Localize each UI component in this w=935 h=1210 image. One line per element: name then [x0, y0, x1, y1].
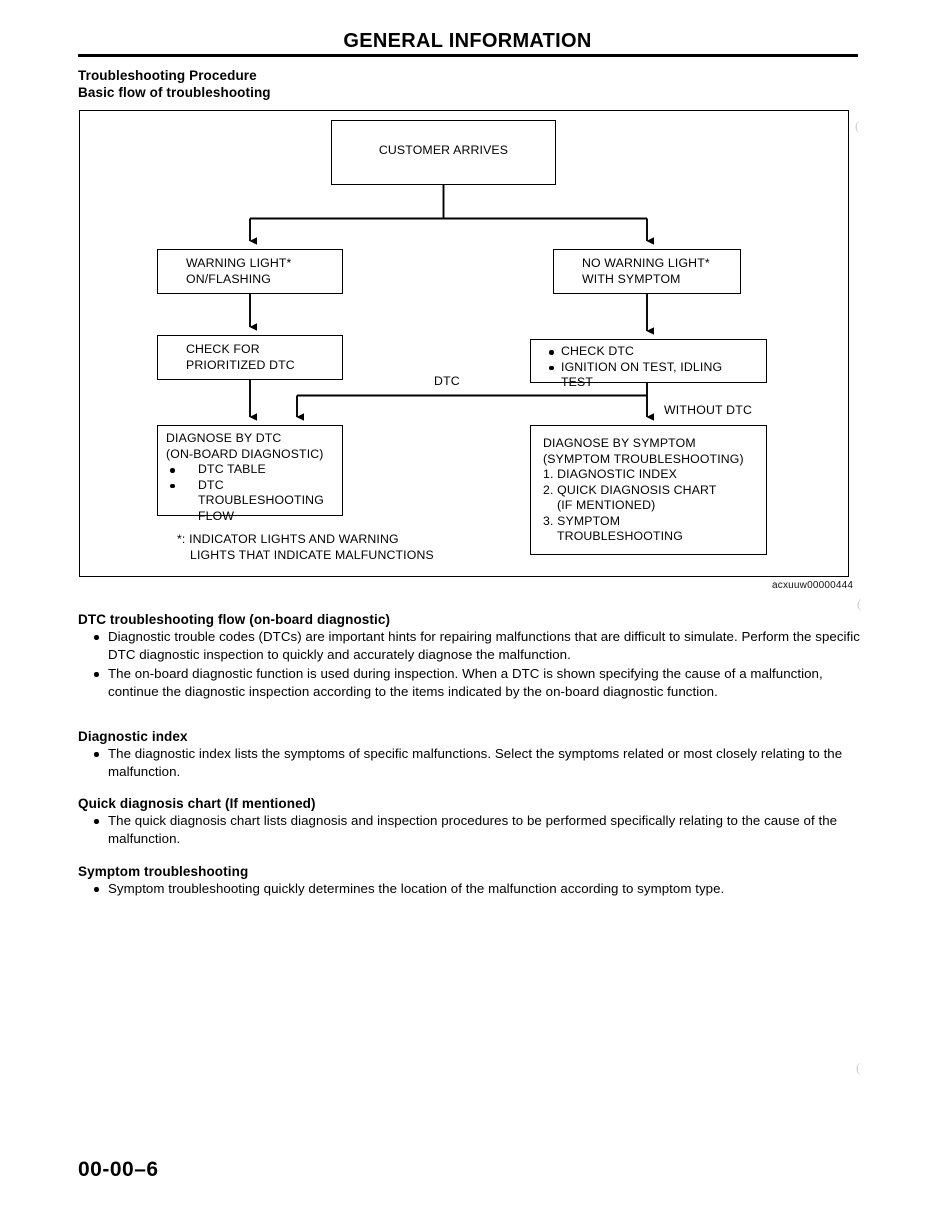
flowchart-figure-frame — [79, 110, 849, 577]
flow-box-check-for-prioritized-dtc-line-1: CHECK FOR — [186, 342, 260, 356]
flow-box-no-warning-light-line-1: NO WARNING LIGHT* — [582, 256, 710, 270]
figure-caption-code: acxuuw00000444 — [772, 580, 854, 591]
section-dtc-troubleshooting-flow-heading: DTC troubleshooting flow (on-board diagn… — [78, 612, 391, 627]
flow-box-check-dtc-bullet-2-continuation: TEST — [561, 375, 594, 389]
scan-artifact-mark: ( — [856, 1060, 861, 1075]
flow-box-diagnose-by-dtc-title-2: (ON-BOARD DIAGNOSTIC) — [166, 446, 324, 461]
flow-box-diagnose-by-dtc-bullet-2: DTC — [166, 478, 334, 494]
section-subheading-basic-flow: Basic flow of troubleshooting — [78, 85, 271, 100]
section-diagnostic-index-bullet-1: The diagnostic index lists the symptoms … — [78, 745, 860, 781]
flow-box-check-dtc: CHECK DTC IGNITION ON TEST, IDLING TEST — [530, 339, 767, 389]
flow-box-diagnose-by-symptom-title-1: DIAGNOSE BY SYMPTOM — [543, 436, 696, 450]
page-number: 00-00–6 — [78, 1158, 159, 1181]
flow-box-customer-arrives: CUSTOMER ARRIVES — [331, 120, 556, 185]
flow-box-warning-light-line-1: WARNING LIGHT* — [186, 256, 292, 270]
flow-box-diagnose-by-dtc: DIAGNOSE BY DTC (ON-BOARD DIAGNOSTIC) DT… — [157, 425, 343, 523]
flow-box-diagnose-by-symptom-item-2: 2. QUICK DIAGNOSIS CHART — [543, 482, 717, 497]
flow-box-diagnose-by-symptom-item-3: 3. SYMPTOM — [543, 513, 621, 528]
flow-box-customer-arrives-line-1: CUSTOMER ARRIVES — [378, 143, 509, 157]
section-symptom-troubleshooting-heading: Symptom troubleshooting — [78, 864, 249, 879]
flow-box-check-dtc-bullet-2: IGNITION ON TEST, IDLING — [545, 360, 757, 376]
flow-box-no-warning-light: NO WARNING LIGHT* WITH SYMPTOM — [553, 249, 741, 294]
flow-box-diagnose-by-symptom-item-1: 1. DIAGNOSTIC INDEX — [543, 467, 678, 481]
section-diagnostic-index: Diagnostic index The diagnostic index li… — [78, 729, 860, 781]
section-dtc-troubleshooting-flow: DTC troubleshooting flow (on-board diagn… — [78, 612, 860, 701]
flow-box-diagnose-by-symptom-item-2-continuation: (IF MENTIONED) — [557, 498, 656, 512]
section-quick-diagnosis-chart-bullet-1: The quick diagnosis chart lists diagnosi… — [78, 812, 860, 848]
flow-box-diagnose-by-dtc-title-1: DIAGNOSE BY DTC — [166, 431, 282, 445]
section-subheading-troubleshooting-procedure: Troubleshooting Procedure — [78, 68, 257, 83]
flow-box-no-warning-light-line-2: WITH SYMPTOM — [582, 271, 681, 286]
figure-footnote-line-1: *: INDICATOR LIGHTS AND WARNING — [177, 532, 399, 546]
section-dtc-troubleshooting-flow-bullet-2: The on-board diagnostic function is used… — [78, 665, 860, 701]
section-dtc-troubleshooting-flow-bullet-1: Diagnostic trouble codes (DTCs) are impo… — [78, 628, 860, 664]
connector-label-dtc: DTC — [432, 374, 462, 388]
section-diagnostic-index-heading: Diagnostic index — [78, 729, 188, 744]
page-title: GENERAL INFORMATION — [343, 30, 592, 52]
flow-box-check-dtc-bullet-1: CHECK DTC — [545, 344, 757, 360]
scan-artifact-mark: ( — [857, 596, 862, 611]
flow-box-diagnose-by-dtc-bullet-2-continuation-2: FLOW — [198, 508, 235, 523]
flow-box-diagnose-by-dtc-bullet-2-continuation-1: TROUBLESHOOTING — [198, 493, 324, 507]
scan-artifact-mark: ( — [855, 118, 860, 133]
section-quick-diagnosis-chart: Quick diagnosis chart (If mentioned) The… — [78, 796, 860, 848]
section-quick-diagnosis-chart-heading: Quick diagnosis chart (If mentioned) — [78, 796, 316, 811]
flow-box-warning-light: WARNING LIGHT* ON/FLASHING — [157, 249, 343, 294]
flow-box-diagnose-by-symptom-title-2: (SYMPTOM TROUBLESHOOTING) — [543, 451, 744, 466]
flow-box-warning-light-line-2: ON/FLASHING — [186, 271, 272, 286]
flow-box-check-for-prioritized-dtc: CHECK FOR PRIORITIZED DTC — [157, 335, 343, 380]
flow-box-diagnose-by-dtc-bullet-1: DTC TABLE — [166, 462, 334, 478]
connector-label-without-dtc: WITHOUT DTC — [662, 403, 755, 417]
flow-box-diagnose-by-symptom: DIAGNOSE BY SYMPTOM (SYMPTOM TROUBLESHOO… — [530, 425, 767, 555]
figure-footnote: *: INDICATOR LIGHTS AND WARNING LIGHTS T… — [177, 532, 434, 563]
header-rule — [78, 54, 858, 57]
section-symptom-troubleshooting: Symptom troubleshooting Symptom troubles… — [78, 864, 860, 898]
figure-footnote-line-2: LIGHTS THAT INDICATE MALFUNCTIONS — [190, 547, 434, 562]
section-symptom-troubleshooting-bullet-1: Symptom troubleshooting quickly determin… — [78, 880, 860, 898]
flow-box-diagnose-by-symptom-item-3-continuation: TROUBLESHOOTING — [557, 529, 683, 543]
flow-box-check-for-prioritized-dtc-line-2: PRIORITIZED DTC — [186, 357, 295, 372]
